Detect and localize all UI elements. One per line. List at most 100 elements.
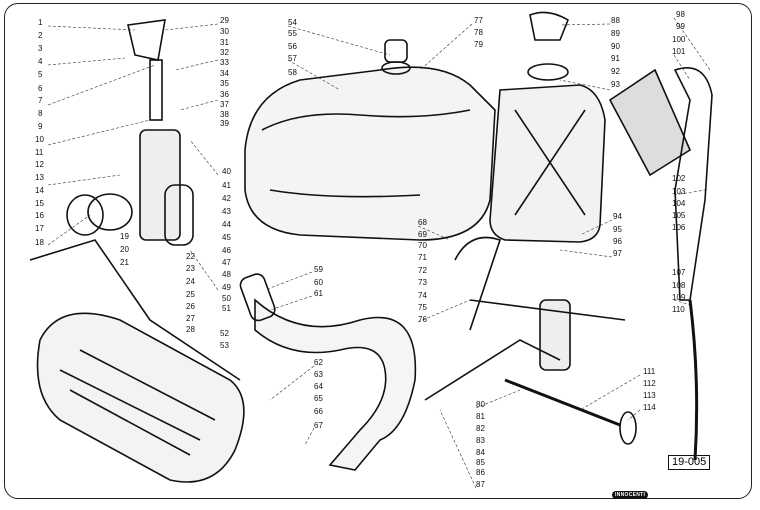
callout-79: 79 — [474, 40, 483, 49]
callout-113: 113 — [643, 391, 656, 400]
callout-84: 84 — [476, 448, 485, 457]
callout-76: 76 — [418, 315, 427, 324]
fuel-tank-strap — [261, 109, 471, 131]
callout-87: 87 — [476, 480, 485, 489]
callout-36: 36 — [220, 90, 229, 99]
air-filter — [608, 68, 692, 177]
callout-53: 53 — [220, 341, 229, 350]
callout-33: 33 — [220, 58, 229, 67]
callout-51: 51 — [222, 304, 231, 313]
plate-code-badge: 19-005 — [668, 455, 711, 470]
oil-tank-cross-rib — [514, 109, 586, 216]
callout-12: 12 — [35, 160, 44, 169]
callout-80: 80 — [476, 400, 485, 409]
callout-64: 64 — [314, 382, 323, 391]
callout-100: 100 — [672, 35, 686, 44]
callout-67: 67 — [314, 421, 323, 430]
fuel-tap-rods — [424, 299, 626, 401]
callout-38: 38 — [220, 110, 229, 119]
callout-88: 88 — [611, 16, 620, 25]
callout-6: 6 — [38, 84, 43, 93]
callout-85: 85 — [476, 458, 485, 467]
callout-56: 56 — [288, 42, 297, 51]
callout-65: 65 — [314, 394, 323, 403]
callout-47: 47 — [222, 258, 231, 267]
callout-29: 29 — [220, 16, 229, 25]
callout-112: 112 — [643, 379, 656, 388]
callout-11: 11 — [35, 148, 44, 157]
callout-17: 17 — [35, 224, 44, 233]
callout-21: 21 — [120, 258, 129, 267]
callout-89: 89 — [611, 29, 620, 38]
callout-46: 46 — [222, 246, 231, 255]
callout-95: 95 — [613, 225, 622, 234]
callout-83: 83 — [476, 436, 485, 445]
callout-13: 13 — [35, 173, 44, 182]
callout-75: 75 — [418, 303, 427, 312]
callout-58: 58 — [288, 68, 297, 77]
callout-44: 44 — [222, 220, 231, 229]
callout-24: 24 — [186, 277, 195, 286]
callout-15: 15 — [35, 199, 44, 208]
callout-57: 57 — [288, 54, 297, 63]
exhaust-flange — [239, 273, 276, 322]
callout-50: 50 — [222, 294, 231, 303]
callout-2: 2 — [38, 31, 43, 40]
callout-42: 42 — [222, 194, 231, 203]
silencer-ribs — [59, 349, 216, 456]
callout-22: 22 — [186, 252, 195, 261]
callout-77: 77 — [474, 16, 483, 25]
callout-91: 91 — [611, 54, 620, 63]
callout-10: 10 — [35, 135, 44, 144]
callout-49: 49 — [222, 283, 231, 292]
callout-16: 16 — [35, 211, 44, 220]
callout-63: 63 — [314, 370, 323, 379]
fuel-tank-strap — [269, 189, 421, 198]
fuel-tap — [539, 299, 571, 371]
callout-37: 37 — [220, 100, 229, 109]
callout-70: 70 — [418, 241, 427, 250]
callout-60: 60 — [314, 278, 323, 287]
callout-73: 73 — [418, 278, 427, 287]
callout-7: 7 — [38, 96, 43, 105]
leader-lines — [47, 17, 711, 489]
callout-107: 107 — [672, 268, 686, 277]
callout-72: 72 — [418, 266, 427, 275]
callout-32: 32 — [220, 48, 229, 57]
callout-14: 14 — [35, 186, 44, 195]
callout-102: 102 — [672, 174, 686, 183]
callout-96: 96 — [613, 237, 622, 246]
callout-78: 78 — [474, 28, 483, 37]
callout-114: 114 — [643, 403, 656, 412]
callout-92: 92 — [611, 67, 620, 76]
oil-tank-cap — [529, 11, 569, 41]
callout-90: 90 — [611, 42, 620, 51]
callout-55: 55 — [288, 29, 297, 38]
callout-71: 71 — [418, 253, 427, 262]
callout-43: 43 — [222, 207, 231, 216]
callout-48: 48 — [222, 270, 231, 279]
oil-tank-neck — [527, 63, 569, 81]
callout-61: 61 — [314, 289, 323, 298]
callout-111: 111 — [643, 367, 656, 376]
filler-cap — [384, 39, 408, 63]
callout-105: 105 — [672, 211, 686, 220]
callout-25: 25 — [186, 290, 195, 299]
callout-68: 68 — [418, 218, 427, 227]
callout-93: 93 — [611, 80, 620, 89]
callout-45: 45 — [222, 233, 231, 242]
choke-knob — [619, 411, 637, 445]
callout-103: 103 — [672, 187, 686, 196]
callout-69: 69 — [418, 230, 427, 239]
callout-106: 106 — [672, 223, 686, 232]
callout-86: 86 — [476, 468, 485, 477]
float-bowl — [164, 184, 194, 246]
callout-52: 52 — [220, 329, 229, 338]
callout-9: 9 — [38, 122, 43, 131]
callout-31: 31 — [220, 38, 229, 47]
callout-62: 62 — [314, 358, 323, 367]
carburettor-top-cover — [127, 19, 166, 61]
callout-3: 3 — [38, 44, 43, 53]
